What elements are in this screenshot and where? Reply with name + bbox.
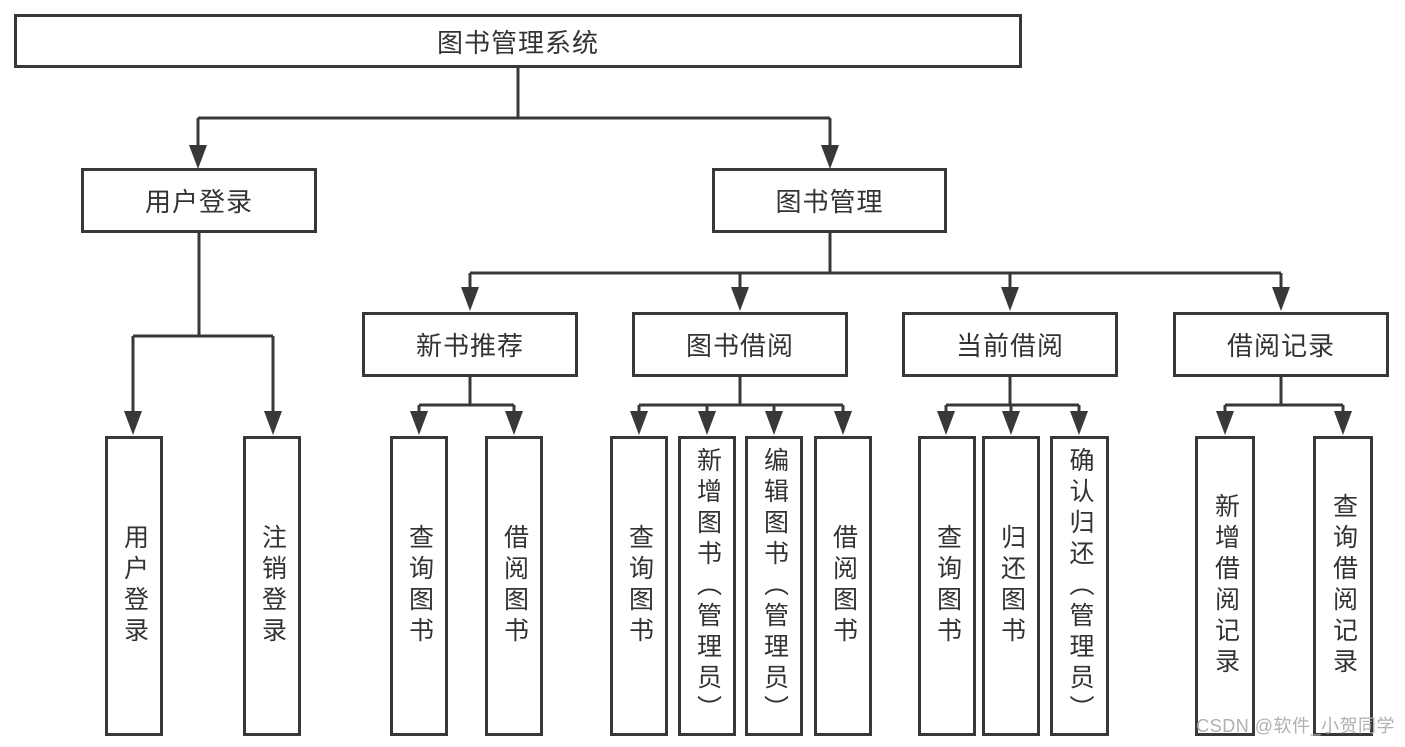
leaf-query-books-recommend: 查询图书	[390, 436, 448, 736]
leaf-edit-book-admin: 编辑图书（管理员）	[745, 436, 803, 736]
connector-root-to-level2	[189, 68, 839, 169]
leaf-borrow-books-recommend: 借阅图书	[485, 436, 543, 736]
connector-book-management-to-level3	[461, 233, 1290, 311]
node-current-borrow: 当前借阅	[902, 312, 1118, 377]
leaf-add-borrow-record: 新增借阅记录	[1195, 436, 1255, 736]
node-book-management: 图书管理	[712, 168, 947, 233]
leaf-query-borrow-record: 查询借阅记录	[1313, 436, 1373, 736]
leaf-return-books: 归还图书	[982, 436, 1040, 736]
connector-current-borrow-to-leaves	[937, 377, 1088, 435]
leaf-add-book-admin: 新增图书（管理员）	[678, 436, 736, 736]
leaf-confirm-return-admin: 确认归还（管理员）	[1050, 436, 1109, 736]
leaf-query-books-borrow: 查询图书	[610, 436, 668, 736]
csdn-watermark: CSDN @软件_小贺同学	[1196, 716, 1395, 736]
leaf-borrow-books: 借阅图书	[814, 436, 872, 736]
node-borrow-records: 借阅记录	[1173, 312, 1389, 377]
node-root-system: 图书管理系统	[14, 14, 1022, 68]
node-new-book-recommend: 新书推荐	[362, 312, 578, 377]
leaf-query-books-current: 查询图书	[918, 436, 976, 736]
leaf-user-login: 用户登录	[105, 436, 163, 736]
node-user-login: 用户登录	[81, 168, 317, 233]
connector-user-login-to-leaves	[124, 233, 282, 435]
connector-borrow-records-to-leaves	[1216, 377, 1352, 435]
leaf-logout: 注销登录	[243, 436, 301, 736]
connector-book-borrow-to-leaves	[630, 377, 852, 435]
node-book-borrow: 图书借阅	[632, 312, 848, 377]
connector-new-book-recommend-to-leaves	[410, 377, 523, 435]
